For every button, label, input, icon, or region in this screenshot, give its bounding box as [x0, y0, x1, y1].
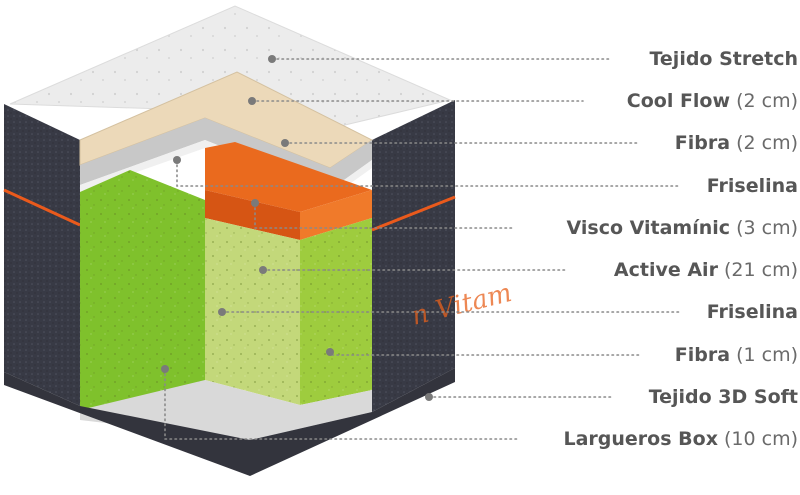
- leader-dot: [281, 139, 289, 147]
- layer-size: (1 cm): [730, 344, 798, 366]
- layer-label: Tejido Stretch: [649, 46, 798, 72]
- active-air-right: [205, 218, 372, 405]
- layer-name: Visco Vitamínic: [566, 217, 731, 239]
- layer-size: (3 cm): [730, 217, 798, 239]
- layer-label: Cool Flow (2 cm): [627, 88, 798, 114]
- right-side-panel: n Vitam: [371, 100, 515, 412]
- layer-name: Friselina: [706, 175, 798, 197]
- leader-dot: [218, 308, 226, 316]
- layer-name: Largueros Box: [563, 428, 718, 450]
- leader-line: [164, 368, 518, 440]
- layer-label: Largueros Box (10 cm): [564, 426, 799, 452]
- layer-name: Friselina: [706, 301, 798, 323]
- leader-line: [254, 202, 513, 229]
- layer-label: Fibra (2 cm): [675, 130, 798, 156]
- right-orange-band: [371, 195, 456, 232]
- layer-size: (10 cm): [717, 428, 798, 450]
- leader-dot: [268, 55, 276, 63]
- leader-dot: [161, 365, 169, 373]
- layer-name: Tejido Stretch: [649, 48, 798, 70]
- layer-label: Friselina: [707, 299, 798, 325]
- layer-name: Fibra: [674, 344, 731, 366]
- left-side-panel: [3, 104, 81, 406]
- bottom-rim: [4, 368, 455, 476]
- left-orange-band: [3, 188, 81, 227]
- layer-label: Fibra (1 cm): [675, 342, 798, 368]
- layer-label: Friselina: [707, 173, 798, 199]
- leader-line: [176, 159, 681, 187]
- leader-dot: [173, 156, 181, 164]
- layer-label: Active Air (21 cm): [614, 257, 798, 283]
- leader-dot: [248, 97, 256, 105]
- layer-size: (2 cm): [730, 90, 798, 112]
- leader-dot: [326, 348, 334, 356]
- leader-dot: [259, 266, 267, 274]
- leader-dot: [251, 199, 259, 207]
- leader-dot: [425, 393, 433, 401]
- layer-name: Tejido 3D Soft: [648, 386, 798, 408]
- layer-size: (21 cm): [717, 259, 798, 281]
- active-air-left: [80, 170, 205, 420]
- leader-lines: [161, 55, 681, 440]
- layer-label: Tejido 3D Soft: [649, 384, 798, 410]
- layer-name: Active Air: [613, 259, 718, 281]
- layer-name: Cool Flow: [626, 90, 731, 112]
- layer-size: (2 cm): [730, 132, 798, 154]
- layer-label: Visco Vitamínic (3 cm): [567, 215, 798, 241]
- layer-name: Fibra: [674, 132, 731, 154]
